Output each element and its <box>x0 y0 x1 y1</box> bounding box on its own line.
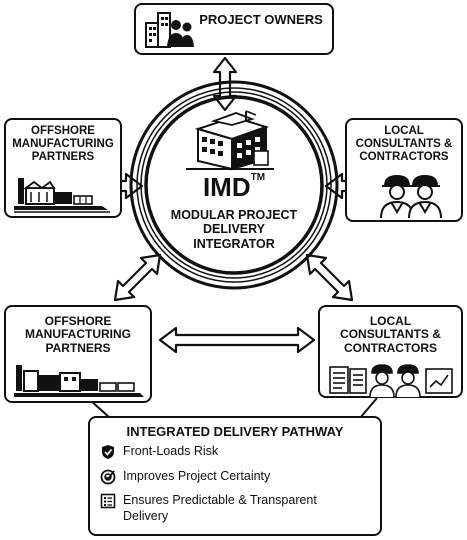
offshore-partners-upper-box: OFFSHORE MANUFACTURING PARTNERS <box>4 118 122 218</box>
imd-subtitle-line-2: DELIVERY <box>202 222 266 237</box>
imd-subtitle: MODULAR PROJECT DELIVERY INTEGRATOR <box>160 208 308 251</box>
pathway-item-2: Improves Project Certainty <box>100 469 270 485</box>
manufacturing-plant-icon <box>14 361 146 399</box>
construction-workers-icon <box>379 172 445 218</box>
offshore-partners-lower-box: OFFSHORE MANUFACTURING PARTNERS <box>4 305 152 403</box>
project-owners-label: PROJECT OWNERS <box>199 12 323 27</box>
local-upper-line-2: CONSULTANTS & <box>355 137 453 150</box>
local-lower-line-2: CONSULTANTS & <box>340 327 441 342</box>
offshore-upper-label: OFFSHORE MANUFACTURING PARTNERS <box>6 125 120 164</box>
project-owners-box: PROJECT OWNERS <box>134 3 334 55</box>
offshore-upper-line-2: MANUFACTURING <box>12 137 114 150</box>
local-lower-line-3: CONTRACTORS <box>343 340 438 355</box>
local-contractors-lower-box: LOCAL CONSULTANTS & CONTRACTORS <box>318 305 463 398</box>
local-upper-label: LOCAL CONSULTANTS & CONTRACTORS <box>347 125 461 164</box>
offshore-lower-line-3: PARTNERS <box>45 340 111 355</box>
offshore-lower-line-1: OFFSHORE <box>44 314 112 328</box>
local-lower-line-1: LOCAL <box>369 314 412 328</box>
imd-subtitle-line-1: MODULAR PROJECT <box>170 208 298 222</box>
imd-subtitle-line-3: INTEGRATOR <box>193 236 275 251</box>
pathway-item-3-line-2: Delivery <box>123 508 169 523</box>
connector-right <box>359 397 378 419</box>
connector-left <box>89 399 111 419</box>
arrow-imd-local-lower <box>305 253 354 302</box>
pathway-item-3-line-1: Ensures Predictable & Transparent <box>123 493 317 507</box>
offshore-upper-line-1: OFFSHORE <box>31 125 95 137</box>
pathway-item-3: Ensures Predictable & Transparent Delive… <box>100 493 317 524</box>
offshore-lower-label: OFFSHORE MANUFACTURING PARTNERS <box>6 314 150 355</box>
imd-circle <box>129 80 339 290</box>
local-upper-line-3: CONTRACTORS <box>359 150 449 163</box>
delivery-pathway-box: INTEGRATED DELIVERY PATHWAY <box>88 416 382 536</box>
modular-building-icon <box>184 107 276 173</box>
pathway-item-3-text: Ensures Predictable & Transparent Delive… <box>123 493 317 524</box>
pathway-title: INTEGRATED DELIVERY PATHWAY <box>126 424 344 439</box>
contractors-documents-icon <box>328 361 458 397</box>
shield-check-icon <box>102 445 114 459</box>
offshore-lower-line-2: MANUFACTURING <box>25 327 131 342</box>
local-upper-line-1: LOCAL <box>384 125 424 137</box>
pathway-item-2-text: Improves Project Certainty <box>123 469 271 483</box>
offshore-upper-line-3: PARTNERS <box>31 150 95 163</box>
local-lower-label: LOCAL CONSULTANTS & CONTRACTORS <box>320 314 461 355</box>
pathway-item-1: Front-Loads Risk <box>100 444 218 460</box>
imd-trademark: TM <box>250 172 266 183</box>
imd-title-text: IMD <box>202 172 251 202</box>
imd-title: IMDTM <box>184 172 284 202</box>
factory-port-icon <box>14 172 110 214</box>
local-contractors-upper-box: LOCAL CONSULTANTS & CONTRACTORS <box>345 118 463 222</box>
business-people-icon <box>144 9 194 49</box>
arrow-imd-offshore-lower <box>113 253 162 302</box>
arrow-offshore-local-lower <box>158 326 316 354</box>
checklist-icon <box>100 493 116 509</box>
pathway-item-1-text: Front-Loads Risk <box>123 444 219 458</box>
target-check-icon <box>100 469 116 485</box>
